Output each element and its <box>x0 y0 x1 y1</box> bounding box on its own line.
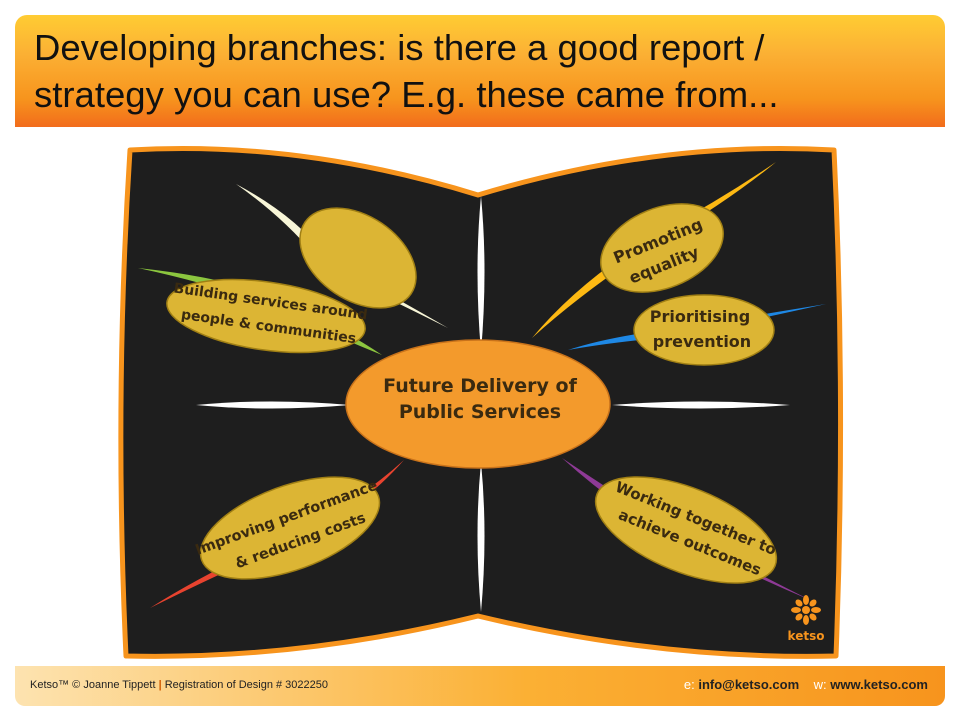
footer-bar <box>15 666 945 706</box>
ketso-logo: ketso <box>788 595 825 643</box>
ketso-logo-text: ketso <box>788 629 825 643</box>
node-prioritising-line-1: Prioritising <box>650 307 750 326</box>
node-prioritising[interactable]: Prioritising prevention <box>633 294 775 366</box>
divider-bottom <box>477 462 485 612</box>
node-promoting[interactable]: Promoting equality <box>588 187 737 309</box>
branch-blank <box>236 184 448 328</box>
slide-title-line-2: strategy you can use? E.g. these came fr… <box>34 74 779 115</box>
web-link[interactable]: www.ketso.com <box>830 677 928 692</box>
node-blank[interactable] <box>281 187 434 328</box>
slide-title-line-1: Developing branches: is there a good rep… <box>34 27 765 68</box>
divider-left <box>196 401 350 409</box>
registration-text: Registration of Design # 3022250 <box>164 679 328 691</box>
email-label: e: <box>683 677 695 692</box>
center-node-line-2: Public Services <box>399 401 561 423</box>
divider-right <box>612 401 790 409</box>
branch-promoting <box>532 162 776 338</box>
branch-improving <box>150 460 404 608</box>
center-node[interactable]: Future Delivery of Public Services <box>345 339 611 469</box>
node-prioritising-line-2: prevention <box>653 332 751 351</box>
footer-copyright: Ketso™ © Joanne Tippett | Registration o… <box>30 679 328 691</box>
footer-separator: | <box>158 679 162 691</box>
slide-title: Developing branches: is there a good rep… <box>34 24 934 118</box>
web-label: w: <box>813 677 827 692</box>
footer-contact: e: info@ketso.com w: www.ketso.com <box>684 677 928 692</box>
divider-top <box>477 196 485 352</box>
email-link[interactable]: info@ketso.com <box>698 677 800 692</box>
title-bar <box>15 15 945 127</box>
ketso-flower-icon <box>791 595 821 625</box>
copyright-text: Ketso™ © Joanne Tippett <box>30 679 156 691</box>
center-node-line-1: Future Delivery of <box>383 375 577 397</box>
